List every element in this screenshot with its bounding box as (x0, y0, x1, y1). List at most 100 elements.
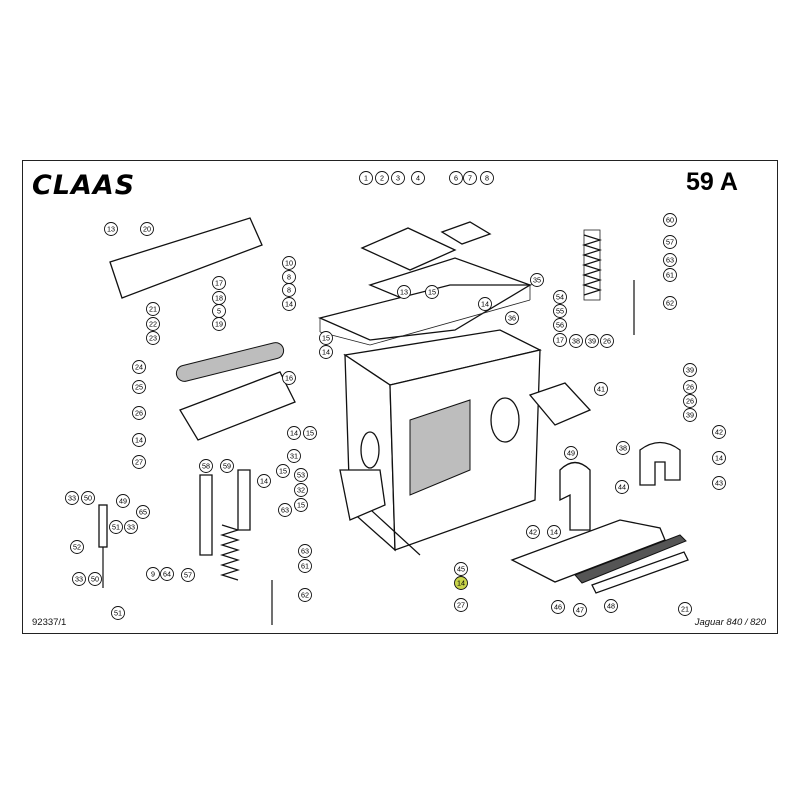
callout-63: 63 (663, 253, 677, 267)
brand-logo: CLAAS (32, 170, 136, 201)
callout-label: 50 (84, 494, 92, 503)
callout-label: 26 (603, 337, 611, 346)
callout-17: 17 (553, 333, 567, 347)
callout-4: 4 (411, 171, 425, 185)
side-bracket (528, 382, 592, 426)
callout-26: 26 (683, 394, 697, 408)
callout-13: 13 (397, 285, 411, 299)
document-number: 92337/1 (32, 617, 67, 628)
callout-41: 41 (594, 382, 608, 396)
callout-label: 42 (715, 428, 723, 437)
callout-label: 49 (119, 497, 127, 506)
callout-42: 42 (712, 425, 726, 439)
callout-label: 32 (297, 486, 305, 495)
callout-14: 14 (257, 474, 271, 488)
callout-1: 1 (359, 171, 373, 185)
callout-50: 50 (81, 491, 95, 505)
callout-39: 39 (683, 408, 697, 422)
callout-label: 44 (618, 483, 626, 492)
callout-label: 41 (597, 385, 605, 394)
page-code: 59 A (686, 168, 738, 196)
callout-label: 4 (416, 174, 420, 183)
drawing-frame (22, 160, 778, 634)
callout-26: 26 (132, 406, 146, 420)
callout-label: 42 (529, 528, 537, 537)
callout-14: 14 (132, 433, 146, 447)
callout-label: 58 (202, 462, 210, 471)
spring-bottom (219, 524, 241, 581)
callout-label: 13 (400, 288, 408, 297)
callout-38: 38 (616, 441, 630, 455)
callout-label: 17 (556, 336, 564, 345)
callout-62: 62 (298, 588, 312, 602)
callout-label: 17 (215, 279, 223, 288)
callout-label: 55 (556, 307, 564, 316)
callout-label: 27 (457, 601, 465, 610)
callout-14: 14 (454, 576, 468, 590)
callout-label: 13 (107, 225, 115, 234)
callout-38: 38 (569, 334, 583, 348)
callout-48: 48 (604, 599, 618, 613)
callout-14: 14 (287, 426, 301, 440)
callout-label: 5 (217, 307, 221, 316)
callout-61: 61 (298, 559, 312, 573)
callout-label: 8 (485, 174, 489, 183)
callout-53: 53 (294, 468, 308, 482)
callout-label: 8 (287, 273, 291, 282)
callout-14: 14 (319, 345, 333, 359)
callout-55: 55 (553, 304, 567, 318)
callout-39: 39 (585, 334, 599, 348)
callout-51: 51 (111, 606, 125, 620)
callout-33: 33 (65, 491, 79, 505)
callout-50: 50 (88, 572, 102, 586)
callout-46: 46 (551, 600, 565, 614)
callout-9: 9 (146, 567, 160, 581)
gas-strut (98, 504, 108, 588)
callout-label: 23 (149, 334, 157, 343)
callout-label: 2 (380, 174, 384, 183)
callout-16: 16 (282, 371, 296, 385)
callout-43: 43 (712, 476, 726, 490)
callout-label: 15 (306, 429, 314, 438)
callout-14: 14 (282, 297, 296, 311)
callout-63: 63 (298, 544, 312, 558)
callout-label: 63 (666, 256, 674, 265)
callout-label: 14 (290, 429, 298, 438)
callout-label: 15 (297, 501, 305, 510)
callout-label: 59 (223, 462, 231, 471)
callout-label: 52 (73, 543, 81, 552)
callout-23: 23 (146, 331, 160, 345)
linkage-plate-right (237, 469, 251, 531)
callout-label: 62 (666, 299, 674, 308)
callout-49: 49 (116, 494, 130, 508)
callout-label: 61 (666, 271, 674, 280)
u-bracket (559, 461, 591, 531)
callout-label: 57 (666, 238, 674, 247)
callout-label: 26 (686, 397, 694, 406)
callout-58: 58 (199, 459, 213, 473)
callout-56: 56 (553, 318, 567, 332)
callout-42: 42 (526, 525, 540, 539)
horseshoe-bracket (639, 441, 681, 486)
callout-20: 20 (140, 222, 154, 236)
callout-label: 14 (550, 528, 558, 537)
callout-label: 49 (567, 449, 575, 458)
callout-17: 17 (212, 276, 226, 290)
callout-8: 8 (282, 283, 296, 297)
callout-label: 14 (481, 300, 489, 309)
callout-label: 14 (322, 348, 330, 357)
callout-22: 22 (146, 317, 160, 331)
wear-bar (591, 551, 689, 594)
callout-27: 27 (132, 455, 146, 469)
hood-cover (109, 217, 263, 299)
callout-label: 46 (554, 603, 562, 612)
callout-57: 57 (181, 568, 195, 582)
skid-plate (510, 519, 666, 583)
callout-label: 56 (556, 321, 564, 330)
callout-label: 1 (364, 174, 368, 183)
callout-label: 51 (112, 523, 120, 532)
callout-label: 14 (260, 477, 268, 486)
callout-35: 35 (530, 273, 544, 287)
callout-label: 24 (135, 363, 143, 372)
